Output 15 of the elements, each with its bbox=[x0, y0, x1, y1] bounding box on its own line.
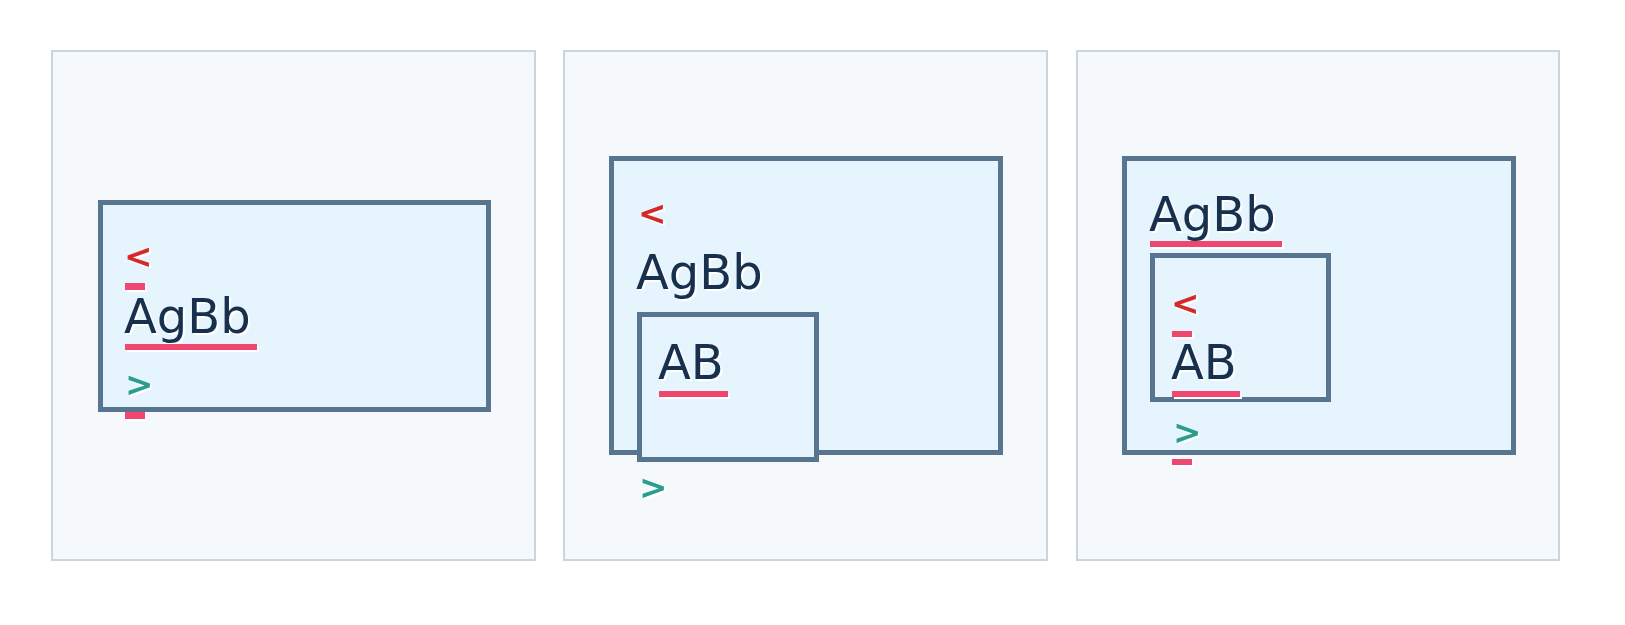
chevron-mark: > bbox=[1173, 415, 1202, 449]
chevron-mark: > bbox=[125, 367, 154, 401]
container-box bbox=[1150, 253, 1331, 402]
panel bbox=[563, 50, 1048, 561]
panel bbox=[51, 50, 536, 561]
chevron-mark: < bbox=[124, 239, 153, 273]
chevron-mark: > bbox=[639, 470, 668, 504]
panel bbox=[1076, 50, 1560, 561]
container-box bbox=[1122, 156, 1516, 455]
chevron-mark: < bbox=[1171, 286, 1200, 320]
container-box bbox=[637, 312, 819, 462]
sample-text: AB bbox=[658, 338, 724, 386]
sample-text: AB bbox=[1171, 338, 1237, 386]
container-box bbox=[98, 200, 491, 412]
chevron-mark: < bbox=[638, 196, 667, 230]
